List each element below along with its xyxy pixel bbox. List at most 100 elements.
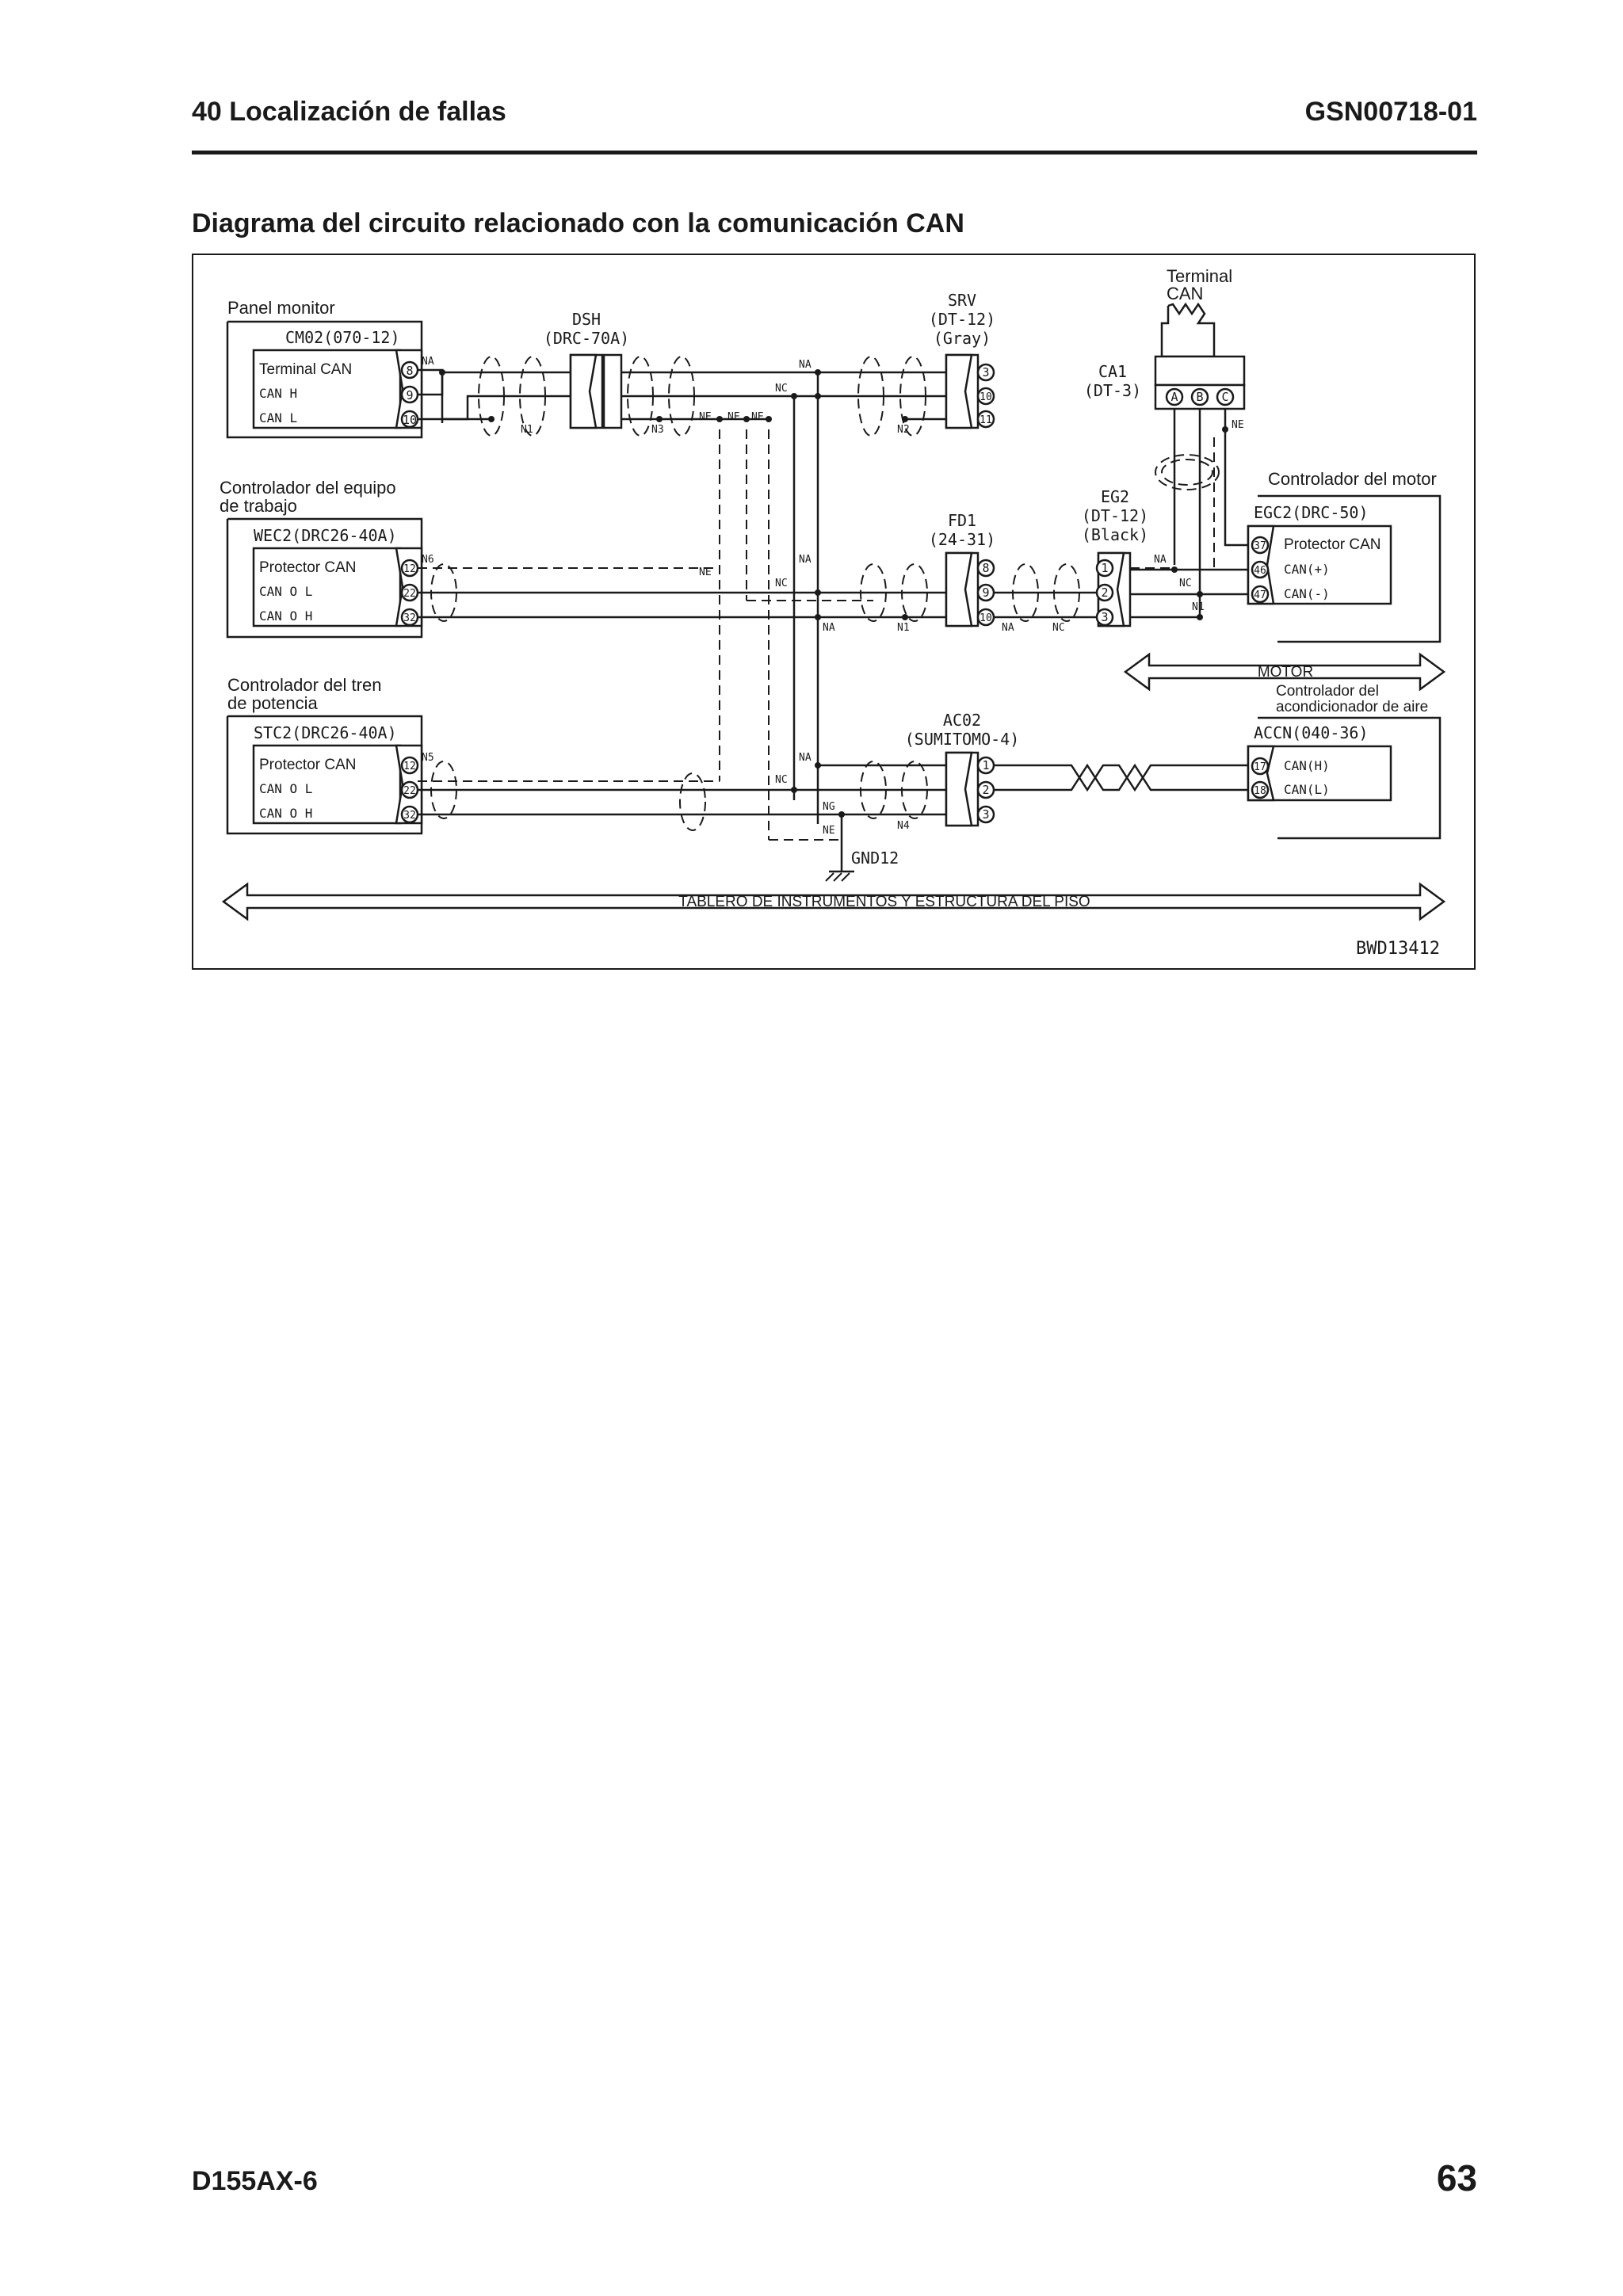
dsh-name: DSH: [572, 310, 601, 329]
work-controller-title-1: Controlador del equipo: [220, 478, 396, 498]
ac02-name: AC02: [943, 711, 981, 730]
srv-pin: 3: [982, 365, 989, 379]
power-train-controller-block: Controlador del tren de potencia STC2(DR…: [226, 675, 423, 835]
diagram-frame: [192, 254, 1476, 970]
egc2-connector-label: EGC2(DRC-50): [1254, 503, 1369, 522]
egc2-pin: 37: [1254, 540, 1266, 552]
srv-type: (DT-12): [929, 310, 995, 329]
can-o-l-label: CAN O L: [259, 781, 312, 796]
stc2-connector-label: STC2(DRC26-40A): [254, 723, 397, 742]
work-controller-title-2: de trabajo: [220, 496, 297, 516]
page-title: Diagrama del circuito relacionado con la…: [192, 208, 964, 238]
wec2-pin: 32: [403, 612, 416, 624]
motor-boundary-arrow: MOTOR: [1123, 652, 1446, 692]
wires-bottom-row: 1 2 3: [418, 751, 1248, 882]
protector-can-label: Protector CAN: [259, 757, 356, 773]
ground-label: GND12: [851, 849, 899, 868]
ca1-name: CA1: [1098, 362, 1127, 381]
ca1-type: (DT-3): [1084, 381, 1141, 400]
ca1-pin: C: [1221, 390, 1228, 404]
fd1-type: (24-31): [929, 530, 995, 549]
fd1-name: FD1: [948, 511, 976, 530]
terminal-can-line1: Terminal: [1167, 266, 1232, 286]
wire-tag: NC: [775, 383, 788, 395]
wire-tag: N5: [422, 752, 434, 764]
cm02-connector-label: CM02(070-12): [285, 328, 400, 347]
panel-monitor-title: Panel monitor: [227, 298, 335, 318]
eg2-pin: 2: [1101, 585, 1108, 600]
engine-controller-title: Controlador del motor: [1268, 469, 1437, 489]
section-header: 40 Localización de fallas: [192, 97, 506, 127]
terminal-can-label: Terminal CAN: [259, 361, 352, 378]
ac02-pin: 3: [982, 807, 989, 822]
stc2-pin: 12: [403, 761, 416, 772]
ca1-pin: B: [1196, 390, 1203, 404]
wire-tag: NA: [799, 359, 812, 371]
wire-tag: N6: [422, 554, 434, 566]
can-o-l-label: CAN O L: [259, 584, 312, 599]
can-h-label: CAN(H): [1284, 758, 1330, 773]
page-number: 63: [1436, 2157, 1477, 2199]
wire-tag: NE: [1232, 419, 1244, 431]
can-l-label: CAN L: [259, 410, 297, 425]
wire-tag: NC: [775, 774, 788, 786]
wec2-pin: 22: [403, 588, 416, 600]
eg2-pin: 3: [1101, 610, 1108, 624]
eg2-name: EG2: [1101, 487, 1129, 506]
wire-tag: NE: [699, 566, 712, 578]
cm02-pin: 9: [406, 388, 413, 402]
aircon-title-1: Controlador del: [1276, 683, 1379, 700]
power-train-title-2: de potencia: [227, 693, 319, 713]
terminal-can-line2: CAN: [1167, 284, 1203, 303]
wire-tag: NA: [1154, 554, 1167, 566]
egc2-pin: 46: [1254, 565, 1266, 577]
accn-pin: 18: [1254, 785, 1266, 797]
can-minus-label: CAN(-): [1284, 586, 1330, 601]
shield-ground-lines: [418, 372, 1174, 841]
accn-pin: 17: [1254, 761, 1266, 773]
wec2-pin: 12: [403, 563, 416, 575]
wire-tag: NC: [1052, 622, 1065, 634]
wire-tag: NE: [699, 411, 712, 423]
wires-middle-row: 8 9 10 1 2 3: [418, 551, 1248, 627]
wire-tag: NA: [422, 356, 434, 368]
wire-tag: NA: [799, 752, 812, 764]
aircon-controller-block: Controlador del acondicionador de aire A…: [1247, 683, 1442, 840]
cm02-pin: 10: [403, 413, 417, 427]
ac02-pin: 1: [982, 758, 989, 772]
wire-tag: N1: [897, 622, 910, 634]
wire-tag: NC: [1179, 578, 1192, 589]
eg2-pin: 1: [1101, 561, 1108, 575]
engine-controller-block: Controlador del motor EGC2(DRC-50) Prote…: [1247, 469, 1442, 643]
srv-color: (Gray): [934, 329, 991, 348]
work-equipment-controller-block: Controlador del equipo de trabajo WEC2(D…: [220, 478, 423, 639]
srv-pin: 11: [980, 414, 992, 426]
protector-can-label: Protector CAN: [1284, 536, 1381, 553]
ac02-type: (SUMITOMO-4): [905, 730, 1020, 749]
model-code: D155AX-6: [192, 2166, 318, 2196]
can-circuit-diagram: .w { stroke: #1a1a1a; stroke-width: 2.5;…: [220, 266, 1446, 959]
can-o-h-label: CAN O H: [259, 608, 312, 624]
fd1-pin: 9: [982, 585, 989, 600]
power-train-title-1: Controlador del tren: [227, 675, 381, 695]
wire-tag: NC: [775, 578, 788, 589]
ca1-connector: Terminal CAN A B C CA1 (DT-3): [1084, 266, 1248, 594]
wire-tag: NA: [1002, 622, 1014, 634]
stc2-pin: 22: [403, 785, 416, 797]
stc2-pin: 32: [403, 810, 416, 822]
wec2-connector-label: WEC2(DRC26-40A): [254, 526, 397, 545]
fd1-pin: 8: [982, 561, 989, 575]
wire-tag: N1: [521, 424, 533, 436]
wire-tag: NE: [727, 411, 740, 423]
can-plus-label: CAN(+): [1284, 562, 1330, 577]
wire-tag: NE: [823, 825, 835, 837]
wire-tag: N1: [1192, 601, 1205, 613]
wire-tags: NA N1 N3 NE NE NE NA NC N2 NE N6 NE NA N…: [422, 356, 1244, 837]
document-code: GSN00718-01: [1304, 97, 1477, 127]
shield-markers-top: [478, 356, 926, 437]
floor-boundary-arrow: TABLERO DE INSTRUMENTOS Y ESTRUCTURA DEL…: [221, 882, 1446, 921]
wire-tag: NE: [751, 411, 764, 423]
dsh-type: (DRC-70A): [544, 329, 629, 348]
fd1-pin: 10: [980, 612, 992, 624]
protector-can-label: Protector CAN: [259, 559, 356, 576]
